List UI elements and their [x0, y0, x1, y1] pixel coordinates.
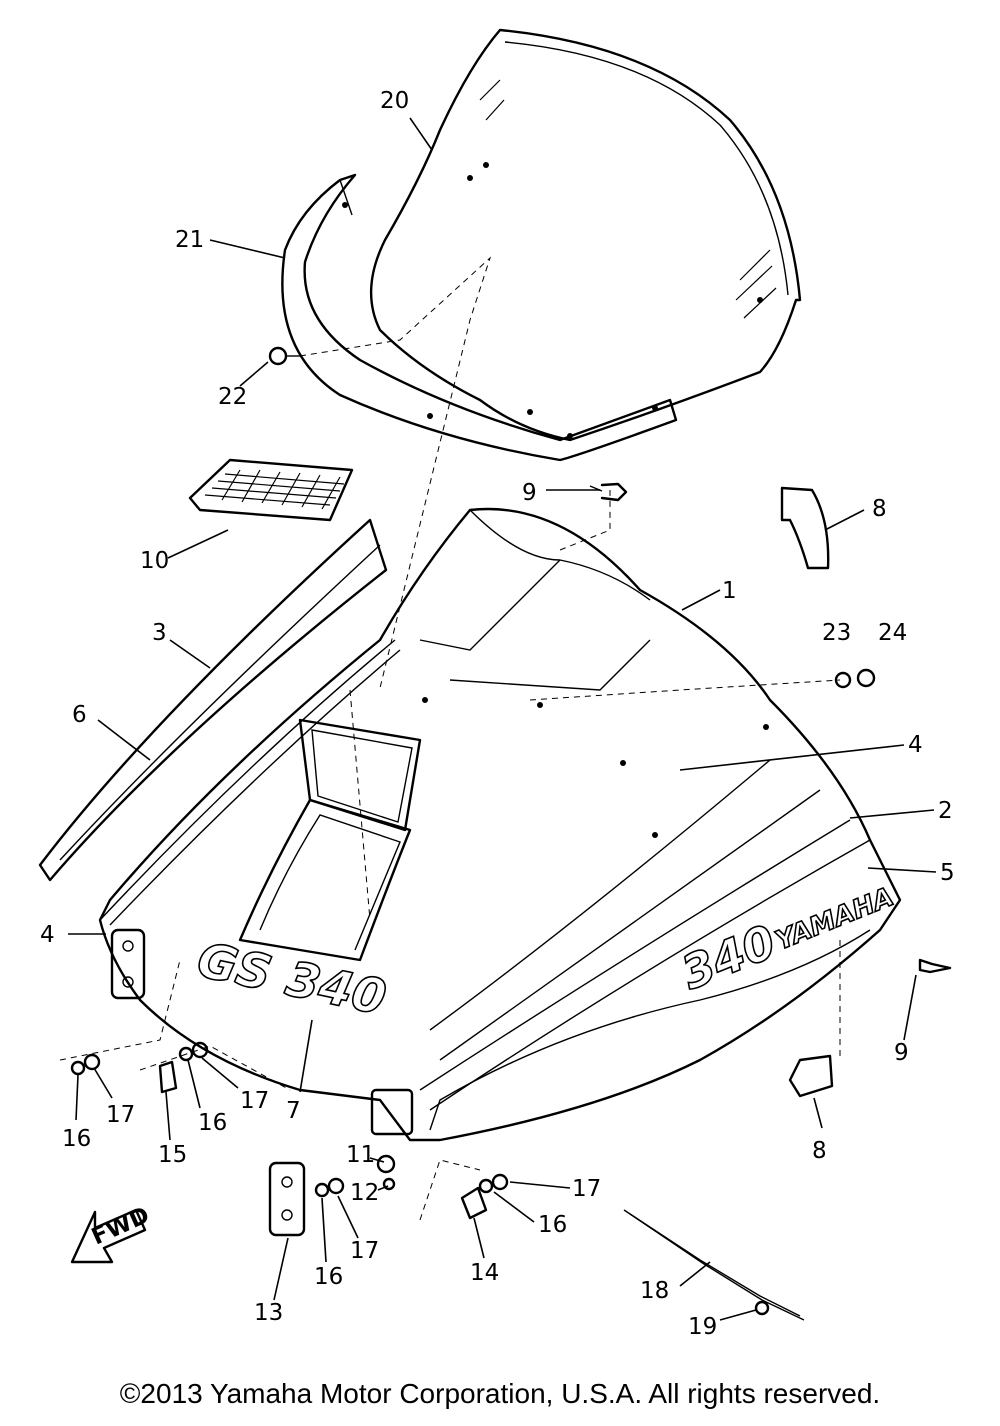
callout-1: 1: [722, 578, 737, 604]
hardware: [70, 668, 876, 1220]
callout-21: 21: [175, 227, 204, 253]
callout-7: 7: [286, 1098, 301, 1124]
callout-9-top: 9: [522, 480, 537, 506]
callout-17-b: 17: [240, 1088, 269, 1114]
callout-19: 19: [688, 1314, 717, 1340]
callout-8-bottom: 8: [812, 1138, 827, 1164]
callout-23: 23: [822, 620, 851, 646]
callout-numbers: 20 21 22 9 8 10 1 3 23 24 6 4 2 5 4 9 16…: [40, 88, 955, 1340]
bracket-8-top: [780, 486, 830, 570]
windshield-trim: [281, 173, 678, 462]
windshield: [370, 28, 802, 442]
callout-13: 13: [254, 1300, 283, 1326]
callout-16-d: 16: [314, 1264, 343, 1290]
fwd-arrow: FWD: [70, 1202, 154, 1264]
callout-14: 14: [470, 1260, 499, 1286]
fastener-9-right: [918, 958, 952, 974]
callout-4-left: 4: [40, 922, 55, 948]
callout-16-a: 16: [62, 1126, 91, 1152]
callout-2: 2: [938, 798, 953, 824]
callout-16-c: 16: [538, 1212, 567, 1238]
callout-9-right: 9: [894, 1040, 909, 1066]
callout-18: 18: [640, 1278, 669, 1304]
callout-5: 5: [940, 860, 955, 886]
callout-8-top: 8: [872, 496, 887, 522]
decal-340-yamaha: 340 YAMAHA: [673, 881, 899, 1001]
bracket-front-right: [370, 1088, 414, 1136]
callout-12: 12: [350, 1180, 379, 1206]
hood: [98, 507, 902, 1142]
decal-gs340-text: GS 340: [193, 932, 391, 1026]
side-stripe-lower: [99, 639, 401, 926]
cable-18: [623, 1209, 805, 1321]
parts-diagram: GS 340 340 YAMAHA: [38, 28, 955, 1340]
decal-gs340: GS 340: [192, 931, 392, 1027]
assembly-lines: [59, 256, 841, 1221]
bracket-8-bottom: [788, 1054, 834, 1098]
copyright-notice: ©2013 Yamaha Motor Corporation, U.S.A. A…: [119, 1378, 881, 1409]
callout-17-d: 17: [350, 1238, 379, 1264]
side-stripe-upper: [38, 518, 388, 882]
fwd-arrow-text: FWD: [88, 1202, 154, 1250]
callout-15: 15: [158, 1142, 187, 1168]
callout-17-c: 17: [572, 1176, 601, 1202]
callout-4-right: 4: [908, 732, 923, 758]
callout-16-b: 16: [198, 1110, 227, 1136]
callout-20: 20: [380, 88, 409, 114]
callout-3: 3: [152, 620, 167, 646]
vent-grille: [188, 458, 354, 522]
hinge-13: [268, 1161, 306, 1237]
callout-17-a: 17: [106, 1102, 135, 1128]
callout-11: 11: [346, 1142, 375, 1168]
bolt-22: [268, 346, 300, 366]
callout-24: 24: [878, 620, 907, 646]
hinge-left: [110, 928, 146, 1000]
decal-yamaha-text: YAMAHA: [771, 882, 898, 956]
callout-22: 22: [218, 384, 247, 410]
decal-340-text: 340: [674, 914, 783, 1000]
callout-6: 6: [72, 702, 87, 728]
callout-10: 10: [140, 548, 169, 574]
leader-lines: [68, 117, 937, 1321]
fastener-9-top: [589, 482, 628, 502]
